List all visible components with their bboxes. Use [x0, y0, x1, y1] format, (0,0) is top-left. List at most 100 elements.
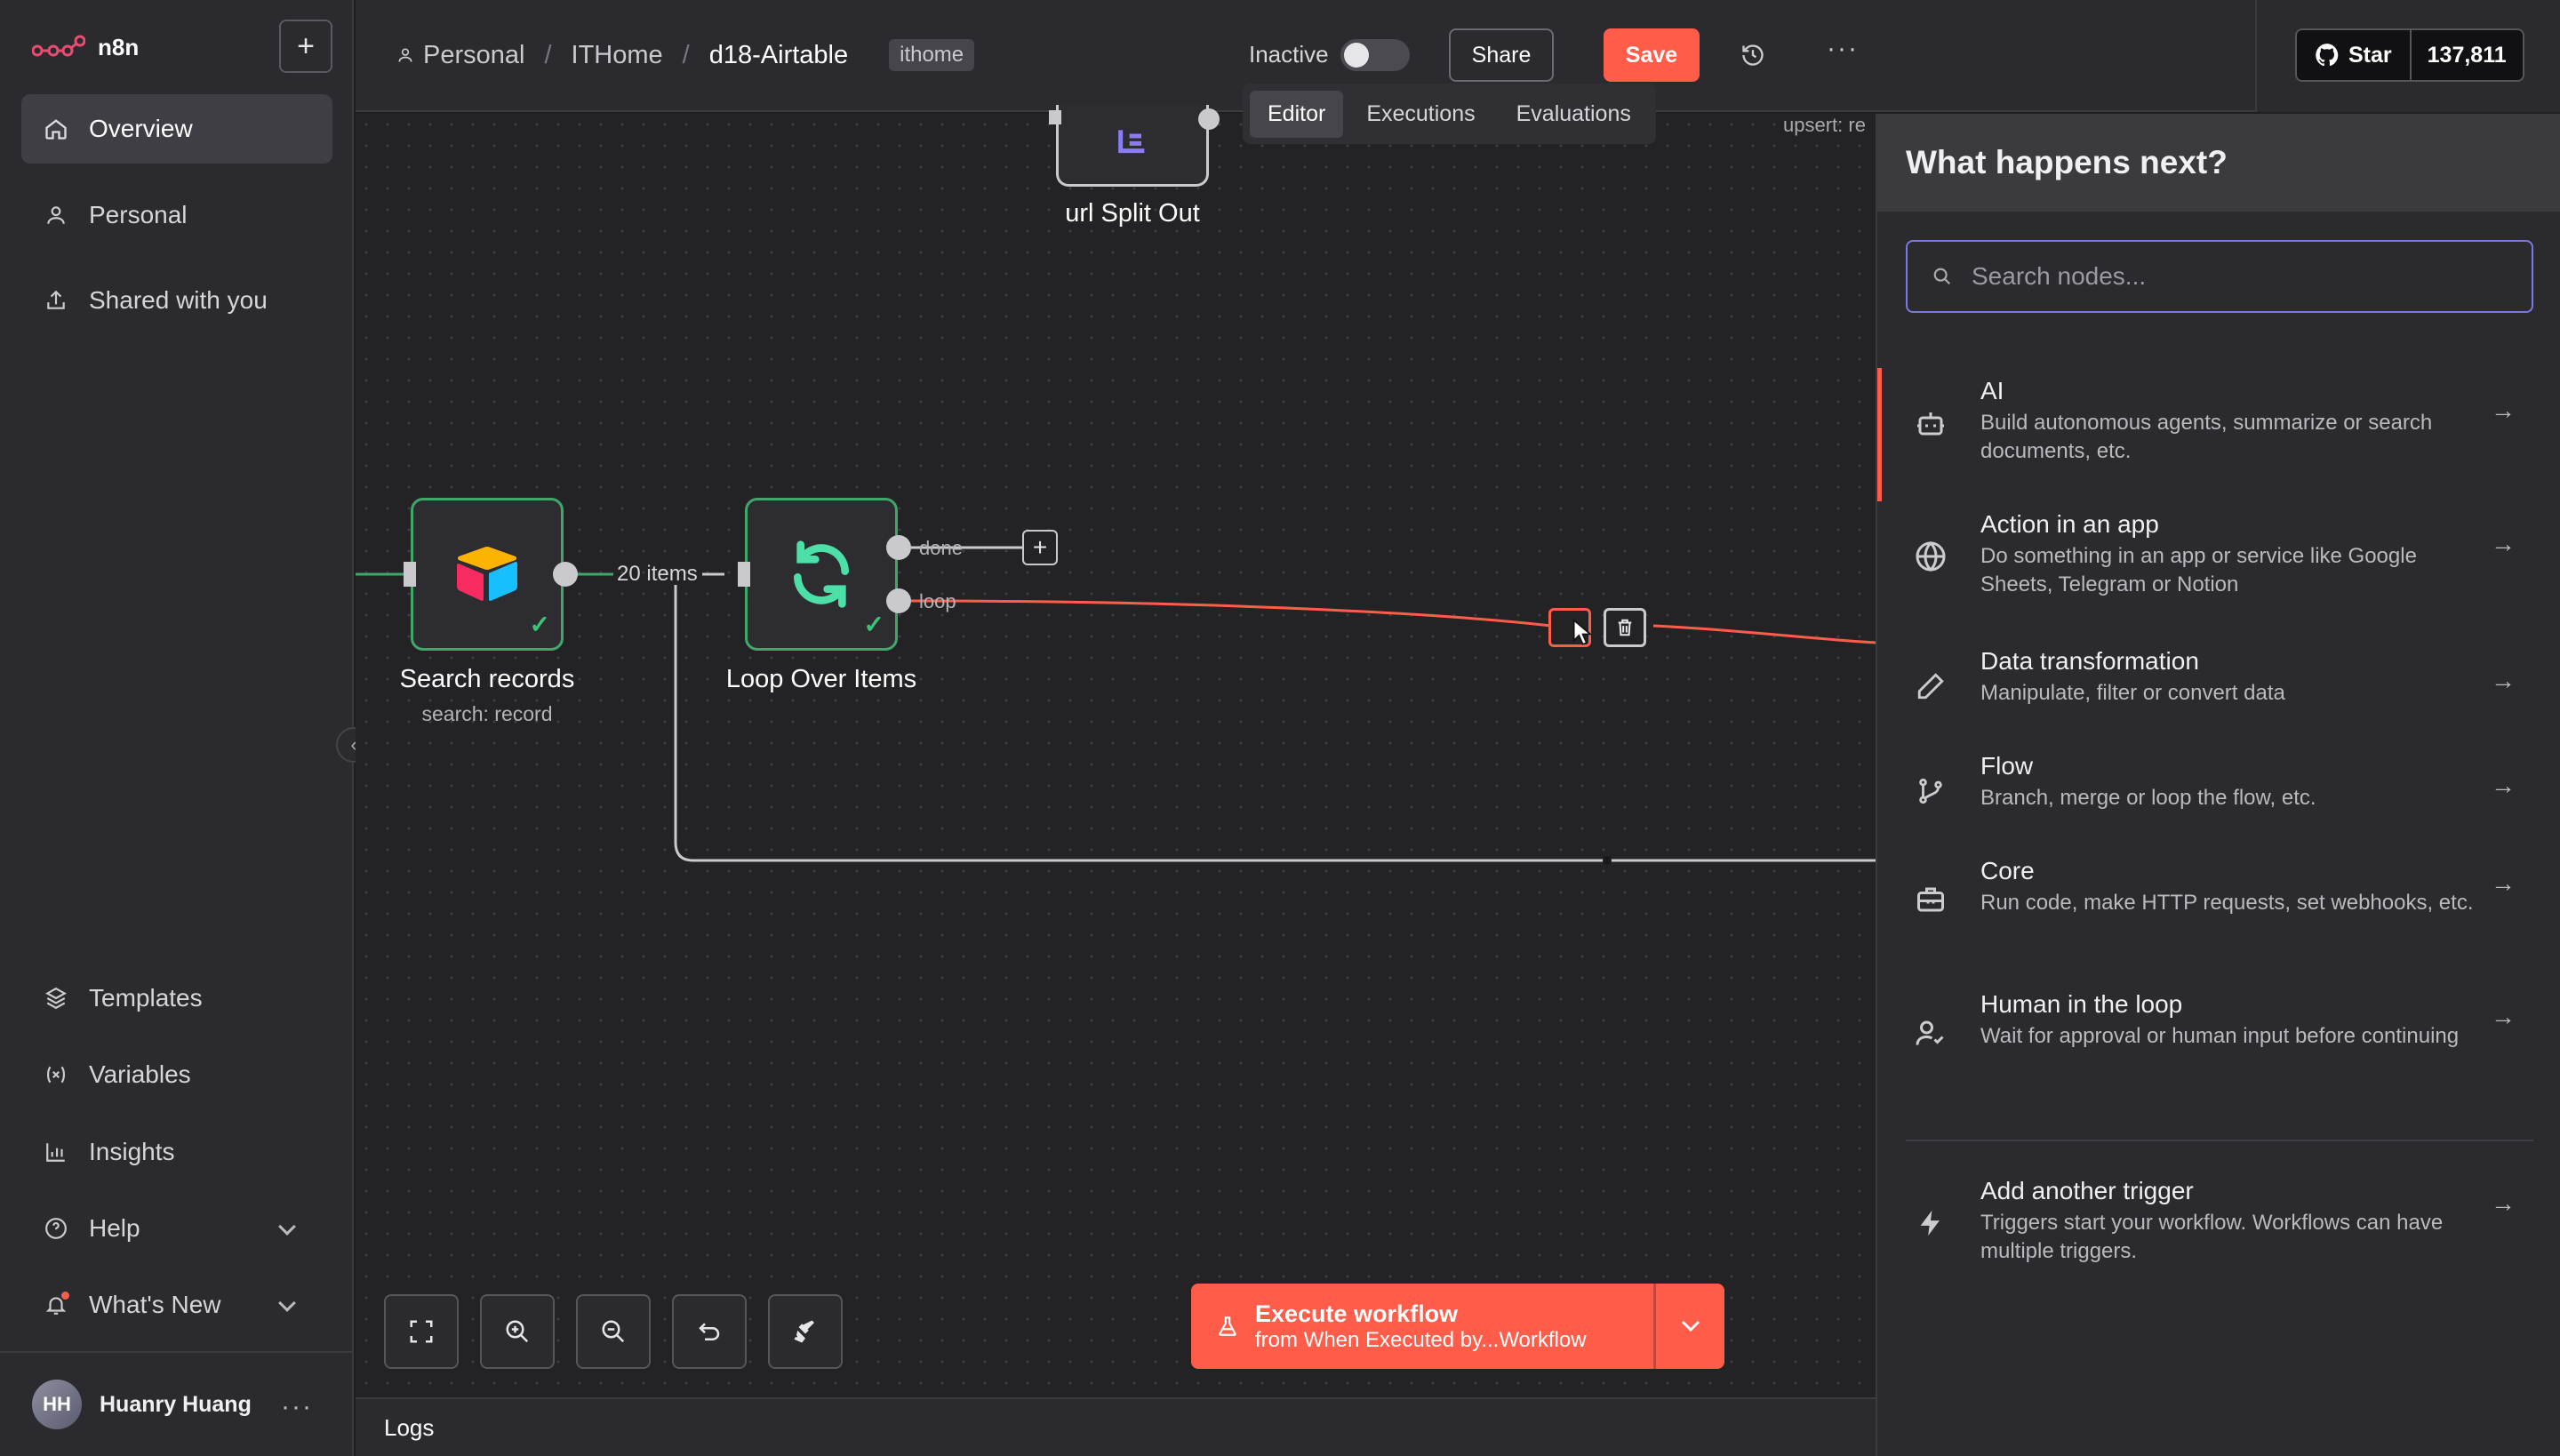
active-toggle[interactable]	[1340, 39, 1410, 71]
zoom-out-button[interactable]	[576, 1294, 651, 1369]
variables-icon	[43, 1061, 69, 1088]
node-handle[interactable]	[1049, 110, 1061, 124]
create-new-button[interactable]: +	[279, 20, 332, 73]
sidebar-item-label: What's New	[89, 1291, 221, 1318]
add-another-trigger[interactable]: Add another trigger Triggers start your …	[1877, 1177, 2560, 1284]
more-icon[interactable]: ···	[281, 1392, 313, 1421]
user-icon	[398, 48, 412, 62]
category-text: Data transformation Manipulate, filter o…	[1980, 647, 2478, 708]
category-data-transformation[interactable]: Data transformation Manipulate, filter o…	[1877, 638, 2560, 736]
search-input[interactable]	[1972, 262, 2523, 291]
arrow-right-icon: →	[2491, 772, 2516, 799]
category-description: Manipulate, filter or convert data	[1980, 681, 2285, 705]
category-human-in-the-loop[interactable]: Human in the loop Wait for approval or h…	[1877, 981, 2560, 1106]
node-input-handle[interactable]	[738, 562, 750, 587]
user-menu[interactable]: HH Huanry Huang ···	[0, 1351, 354, 1456]
tab-editor[interactable]: Editor	[1250, 90, 1344, 138]
logo[interactable]: n8n	[32, 34, 139, 61]
more-options-icon[interactable]: ···	[1827, 34, 1859, 63]
workflow-name[interactable]: d18-Airtable	[708, 40, 849, 69]
robot-icon	[1911, 404, 1950, 443]
sidebar: n8n + Overview Personal Shared with you	[0, 0, 354, 1456]
category-core[interactable]: Core Run code, make HTTP requests, set w…	[1877, 848, 2560, 972]
category-action-in-app[interactable]: Action in an app Do something in an app …	[1877, 501, 2560, 635]
sidebar-item-overview[interactable]: Overview	[21, 94, 332, 164]
sidebar-item-label: Overview	[89, 115, 193, 142]
node-search-records[interactable]: ✓	[411, 498, 564, 651]
breadcrumb-folder[interactable]: ITHome	[571, 40, 663, 69]
arrow-right-icon: →	[2491, 1003, 2516, 1030]
arrow-right-icon: →	[2491, 530, 2516, 557]
bolt-icon	[1911, 1204, 1950, 1243]
github-star-button[interactable]: Star	[2297, 30, 2410, 80]
edge-add-node-button[interactable]	[1548, 608, 1593, 647]
sidebar-item-whats-new[interactable]: What's New	[21, 1270, 332, 1340]
tab-executions[interactable]: Executions	[1366, 100, 1476, 126]
save-button[interactable]: Save	[1604, 28, 1700, 82]
logs-panel-toggle[interactable]: Logs	[356, 1397, 1876, 1456]
arrow-right-icon: →	[2491, 1189, 2516, 1217]
category-text: AI Build autonomous agents, summarize or…	[1980, 377, 2478, 466]
category-title: Action in an app	[1980, 510, 2159, 538]
sidebar-item-variables[interactable]: Variables	[21, 1040, 332, 1109]
zoom-in-button[interactable]	[480, 1294, 555, 1369]
add-node-done-button[interactable]: +	[1022, 530, 1058, 565]
node-url-split-out[interactable]	[1056, 105, 1209, 187]
execute-options-dropdown[interactable]	[1653, 1284, 1724, 1369]
n8n-logo-icon	[32, 35, 85, 56]
human-icon	[1911, 1013, 1950, 1052]
workflow-tag[interactable]: ithome	[889, 39, 975, 71]
sidebar-item-personal[interactable]: Personal	[21, 180, 332, 250]
category-ai-row[interactable]: AI Build autonomous agents, summarize or…	[1877, 368, 2560, 501]
zoom-in-icon	[506, 1320, 529, 1343]
chevron-down-icon	[1681, 1320, 1700, 1332]
node-output-handle[interactable]	[553, 562, 578, 587]
node-input-handle[interactable]	[404, 562, 416, 587]
sidebar-item-help[interactable]: Help	[21, 1194, 332, 1263]
tab-evaluations[interactable]: Evaluations	[1516, 100, 1631, 126]
category-flow[interactable]: Flow Branch, merge or loop the flow, etc…	[1877, 743, 2560, 841]
node-handle[interactable]	[1198, 108, 1220, 130]
undo-button[interactable]	[672, 1294, 747, 1369]
success-check-icon: ✓	[863, 611, 884, 638]
search-box[interactable]	[1906, 240, 2533, 313]
history-icon[interactable]	[1735, 37, 1771, 73]
breadcrumb: Personal / ITHome / d18-Airtable ithome	[396, 39, 975, 71]
breadcrumb-personal[interactable]: Personal	[396, 41, 524, 70]
tidy-up-button[interactable]	[768, 1294, 843, 1369]
loop-output-handle[interactable]	[886, 588, 911, 613]
airtable-icon	[457, 547, 517, 601]
github-star-count: 137,811	[2409, 30, 2523, 80]
category-title: Add another trigger	[1980, 1177, 2194, 1204]
share-icon	[43, 287, 69, 314]
fit-view-button[interactable]	[384, 1294, 459, 1369]
cursor-icon	[1572, 619, 1593, 645]
category-description: Do something in an app or service like G…	[1980, 544, 2417, 596]
user-icon	[43, 202, 69, 228]
sidebar-item-templates[interactable]: Templates	[21, 964, 332, 1033]
workflow-canvas[interactable]: url Split Out ✓ Search records search: r…	[356, 105, 1876, 1397]
done-output-handle[interactable]	[886, 535, 911, 560]
globe-icon	[1911, 537, 1950, 576]
toolbox-icon	[1911, 880, 1950, 919]
sidebar-item-insights[interactable]: Insights	[21, 1117, 332, 1187]
split-out-icon	[1118, 129, 1145, 153]
execute-workflow-button[interactable]: Execute workflow from When Executed by..…	[1191, 1284, 1724, 1369]
success-check-icon: ✓	[529, 611, 550, 638]
share-button[interactable]: Share	[1449, 28, 1554, 82]
edge-delete-button[interactable]	[1604, 608, 1646, 647]
loop-back-connection	[674, 585, 1876, 862]
pencil-icon	[1911, 667, 1950, 706]
execute-subtitle: from When Executed by...Workflow	[1255, 1327, 1587, 1352]
branch-icon	[1911, 772, 1950, 811]
node-label: Search records	[399, 665, 575, 693]
category-text: Action in an app Do something in an app …	[1980, 510, 2478, 599]
loop-connection-highlighted	[910, 599, 1876, 644]
broom-icon	[794, 1320, 814, 1343]
github-star-widget[interactable]: Star 137,811	[2295, 28, 2524, 82]
node-loop-over-items[interactable]: ✓	[745, 498, 898, 651]
sidebar-item-shared[interactable]: Shared with you	[21, 266, 332, 335]
execute-workflow-main[interactable]: Execute workflow from When Executed by..…	[1191, 1284, 1653, 1369]
category-title: AI	[1980, 377, 2004, 404]
